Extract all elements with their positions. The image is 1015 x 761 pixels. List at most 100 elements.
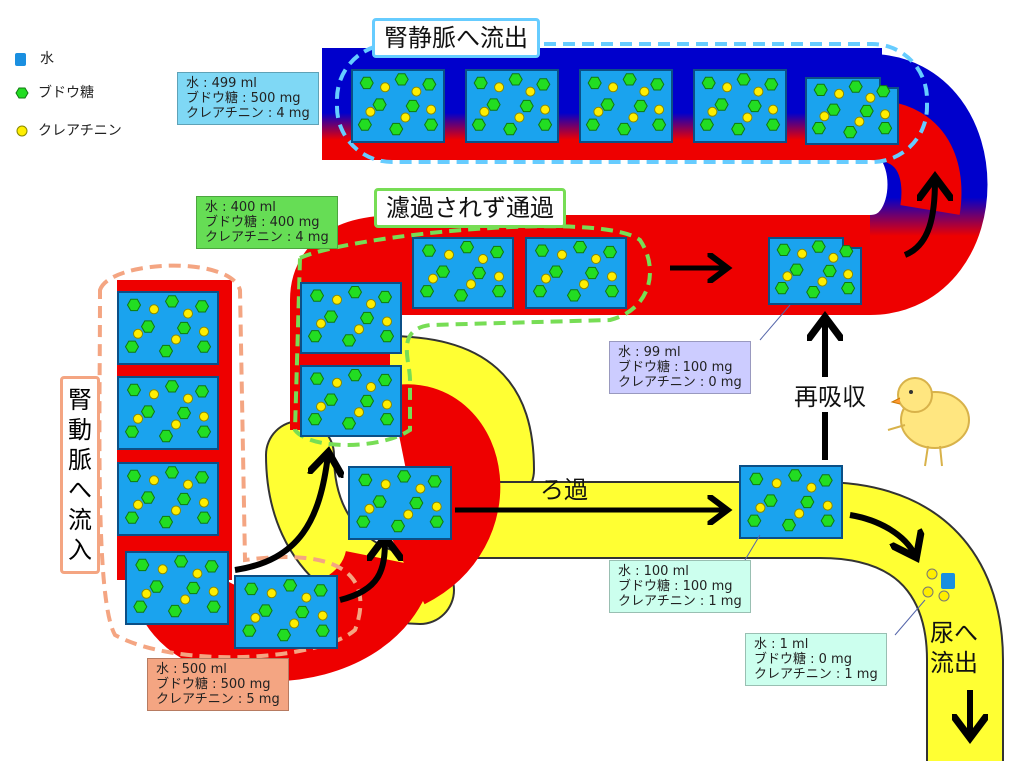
glucose-molecule [295,605,310,619]
creatinine-molecule [366,299,376,309]
creatinine-molecule [208,586,219,597]
water-packet [300,282,402,354]
fluid-packet [117,462,219,536]
glucose-molecule [763,494,778,507]
glucose-molecule [419,285,435,298]
creatinine-molecule [380,82,391,93]
creatinine-molecule [317,610,328,621]
glucose-molecule [341,334,357,347]
creatinine-molecule [494,271,504,282]
creatinine-molecule [183,479,193,490]
glucose-molecule [196,511,212,524]
glucose-molecule [158,515,174,529]
creatinine-molecule [525,86,536,97]
water-icon [15,53,26,66]
glucose-molecule [309,289,325,302]
water-packet [117,291,219,365]
water-packet [234,575,338,649]
glucose-molecule [323,310,339,323]
glucose-molecule [390,519,406,533]
glucose-molecule [140,491,156,504]
creatinine-molecule [817,276,828,287]
glucose-molecule [377,373,393,387]
creatinine-molecule [171,334,181,345]
water-drop-icon [941,573,955,589]
renal-vein-out-label: 腎静脈へ流出 [372,18,540,58]
fluid-packet [300,282,402,354]
creatinine-molecule [540,104,551,115]
glucose-molecule [841,282,856,295]
glucose-molecule [508,73,523,86]
glucose-molecule [532,285,548,298]
legend-creatinine-label: クレアチニン [38,123,122,139]
creatinine-molecule [400,112,411,123]
glucose-molecule [359,394,375,408]
glucose-molecule [372,495,387,508]
glucose-molecule [859,104,874,118]
glucose-molecule [359,76,374,90]
glucose-molecule [283,579,298,592]
creatinine-molecule [192,568,203,579]
creatinine-molecule [415,483,426,494]
creatinine-molecule [266,588,277,599]
creatinine-molecule [149,389,159,400]
creatinine-molecule [431,501,442,512]
water-packet [412,237,514,309]
glucose-molecule [811,240,826,253]
glucose-molecule [491,285,507,298]
arrow-vein-return [903,180,935,258]
dashed-outlines [97,42,929,660]
renal-artery-in-label: 腎 動 脈 へ 流 入 [60,376,100,574]
glucose-molecule [473,76,488,90]
glucose-molecule [600,98,615,111]
water-packet [693,69,787,143]
creatinine-molecule [880,109,891,120]
glucose-molecule [405,99,420,113]
water-packet [348,466,452,540]
creatinine-molecule [354,324,364,335]
glucose-molecule [617,122,632,136]
glucose-molecule [167,604,183,618]
glucose-molecule [435,265,451,278]
creatinine-molecule [426,104,437,115]
creatinine-molecule [411,86,422,97]
creatinine-molecule [199,326,209,337]
creatinine-molecule [428,273,438,284]
creatinine-molecule [771,478,782,489]
glucose-molecule [820,514,835,527]
glucose-molecule [176,321,192,335]
creatinine-molecule [316,318,326,329]
glucose-molecule [453,289,469,302]
urine-out-label: 尿へ 流出 [930,619,978,677]
creatinine-molecule [316,401,326,412]
creatinine-molecule [834,88,845,99]
glucose-molecule [347,369,363,382]
creatinine-molecule [514,112,525,123]
glucose-molecule [699,118,714,131]
creatinine-molecule [183,308,193,319]
fluid-packet [125,551,229,625]
urine-values-box: 水 : 1 ml ブドウ糖 : 0 mg クレアチニン : 1 mg [745,633,887,686]
creatinine-molecule [478,254,488,264]
creatinine-molecule [557,249,567,260]
glucose-molecule [843,126,858,139]
creatinine-molecule [828,252,839,263]
creatinine-molecule [742,112,753,123]
glucose-molecule [622,73,637,86]
creatinine-molecule [332,377,342,388]
glucose-molecule [548,265,564,278]
glucose-molecule [358,473,373,487]
creatinine-molecule [794,508,805,519]
glucose-molecule [811,122,826,135]
fluid-packet [465,69,559,143]
creatinine-molecule [854,116,865,127]
glucose-molecule [194,300,210,313]
glucose-molecule [158,344,174,358]
glucose-molecule [379,413,395,426]
creatinine-molecule [591,254,601,264]
glucose-molecule [536,78,551,91]
reabsorption-label: 再吸収 [792,377,868,412]
creatinine-molecule [183,393,193,404]
chick-doodle-icon [887,377,970,467]
